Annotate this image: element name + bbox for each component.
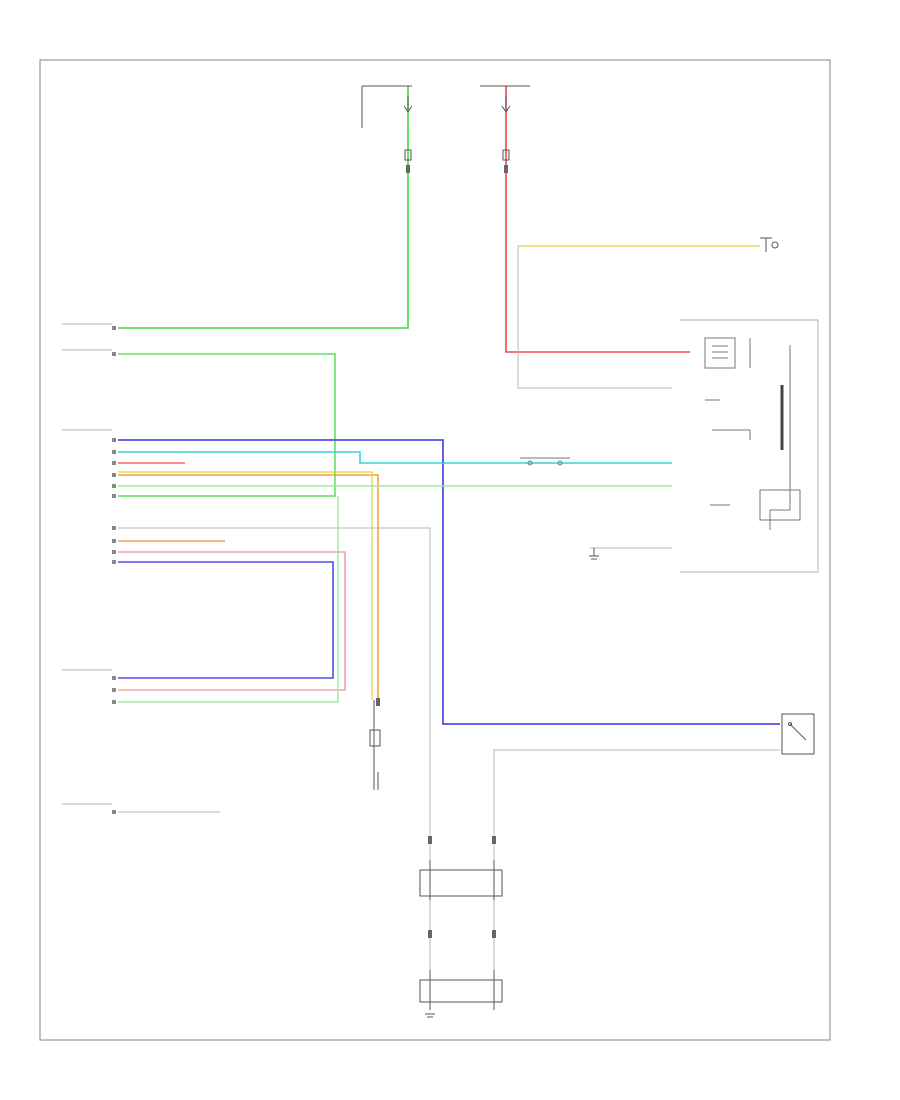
wire-switch-ground bbox=[493, 749, 780, 1000]
wire-gray-lower bbox=[118, 527, 431, 1000]
fuse-right-symbol bbox=[501, 96, 511, 161]
lower-relay-box bbox=[419, 860, 503, 1018]
meter-internal-unit bbox=[704, 337, 801, 530]
wire-orange-long bbox=[118, 474, 379, 700]
relay-symbol bbox=[369, 700, 381, 790]
wire-yellow-short bbox=[118, 471, 373, 700]
fuse-left-symbol bbox=[403, 96, 413, 161]
wire-blue-lower bbox=[118, 561, 334, 679]
wire-pink-lower bbox=[118, 551, 346, 691]
ground-symbol-meter bbox=[589, 548, 599, 560]
wire-left-green-2 bbox=[118, 353, 336, 497]
wire-upper-right-gray bbox=[517, 246, 672, 389]
wire-markers bbox=[376, 165, 508, 938]
junction-connector bbox=[520, 457, 570, 466]
combination-meter-box bbox=[680, 319, 819, 573]
diagram-border bbox=[39, 59, 831, 1041]
wire-fuse-left-green bbox=[118, 86, 409, 329]
wire-blue-long bbox=[118, 439, 780, 725]
wire-lightgreen-lower bbox=[118, 496, 339, 703]
wire-fuse-right-red bbox=[505, 86, 690, 353]
tire-pressure-switch bbox=[781, 713, 815, 755]
wire-cyan bbox=[118, 451, 672, 464]
upper-right-lamp-symbol bbox=[760, 237, 779, 252]
left-connector-pins bbox=[112, 326, 116, 814]
left-connector-headers bbox=[62, 323, 112, 805]
